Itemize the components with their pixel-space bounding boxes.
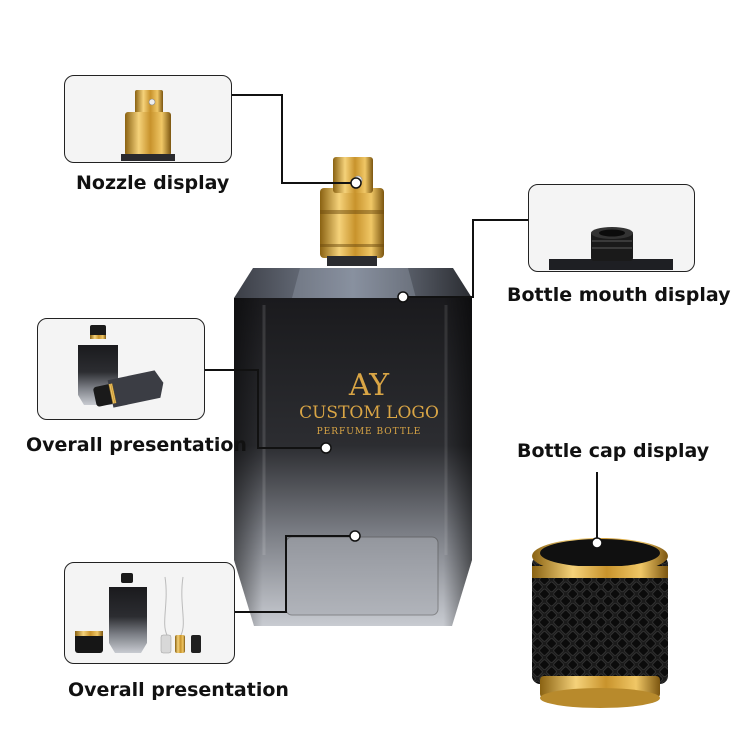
label-nozzle: Nozzle display (76, 172, 230, 194)
custom-logo: AY CUSTOM LOGO PERFUME BOTTLE (299, 368, 439, 437)
panel-bottle-mouth (528, 184, 695, 272)
leader-overall-bottom (235, 535, 355, 613)
nozzle-thumbnail (121, 90, 175, 162)
sprayer-collar (320, 188, 384, 258)
bottle-cap (532, 538, 668, 708)
label-bottle-mouth: Bottle mouth display (507, 284, 731, 306)
logo-line1: CUSTOM LOGO (299, 403, 439, 423)
panel-overall-top (37, 318, 205, 420)
overall-bottom-thumbnail (75, 573, 201, 654)
logo-line2: PERFUME BOTTLE (317, 427, 422, 437)
overall-top-thumbnail (78, 325, 164, 408)
logo-monogram: AY (348, 368, 390, 403)
leader-dots (320, 177, 603, 549)
label-overall-bottom: Overall presentation (68, 679, 289, 701)
perfume-bottle: AY CUSTOM LOGO PERFUME BOTTLE (234, 157, 472, 626)
leader-nozzle (232, 94, 356, 184)
leader-bottle-mouth (403, 219, 528, 298)
bottle-mouth-thumbnail (549, 227, 673, 271)
bottle-shoulder (234, 268, 472, 298)
label-bottle-cap: Bottle cap display (517, 440, 710, 462)
panel-overall-bottom (64, 562, 235, 664)
leader-overall-top (205, 369, 326, 449)
label-overall-top: Overall presentation (26, 434, 247, 456)
leader-lines (205, 94, 598, 613)
panel-nozzle (64, 75, 232, 163)
